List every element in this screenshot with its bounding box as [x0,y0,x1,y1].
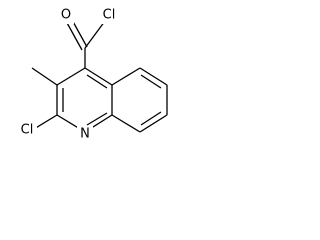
bond-carbonyl-c-to-o [65,20,83,51]
bond-c3-methyl [31,67,58,86]
bond-c4-c3 [56,67,86,86]
bond-c4a-c4-double [86,74,108,89]
bonds [31,17,168,133]
bond-c4a-c5 [111,67,141,86]
atom-label-oxygen: O [61,8,71,23]
atom-labels: O Cl Cl N [17,8,119,142]
atom-label-acyl-chlorine: Cl [103,8,116,23]
bond-c7-c8 [139,114,168,133]
bond-c5-c6-double [140,74,162,89]
bond-c8-c8a [111,114,141,133]
bond-carbonyl-c-to-cl [84,20,106,49]
bond-n1-c8a-double [86,112,108,126]
bond-c2-cl [33,114,58,130]
bond-c5-c6 [139,67,168,86]
atom-label-nitrogen: N [80,127,90,142]
bond-c4a-c4 [84,67,113,86]
atom-label-ring-chlorine: Cl [21,123,34,138]
quinoline-structure-diagram: O Cl Cl N [17,8,168,142]
bond-c7-c8-double [140,111,162,126]
